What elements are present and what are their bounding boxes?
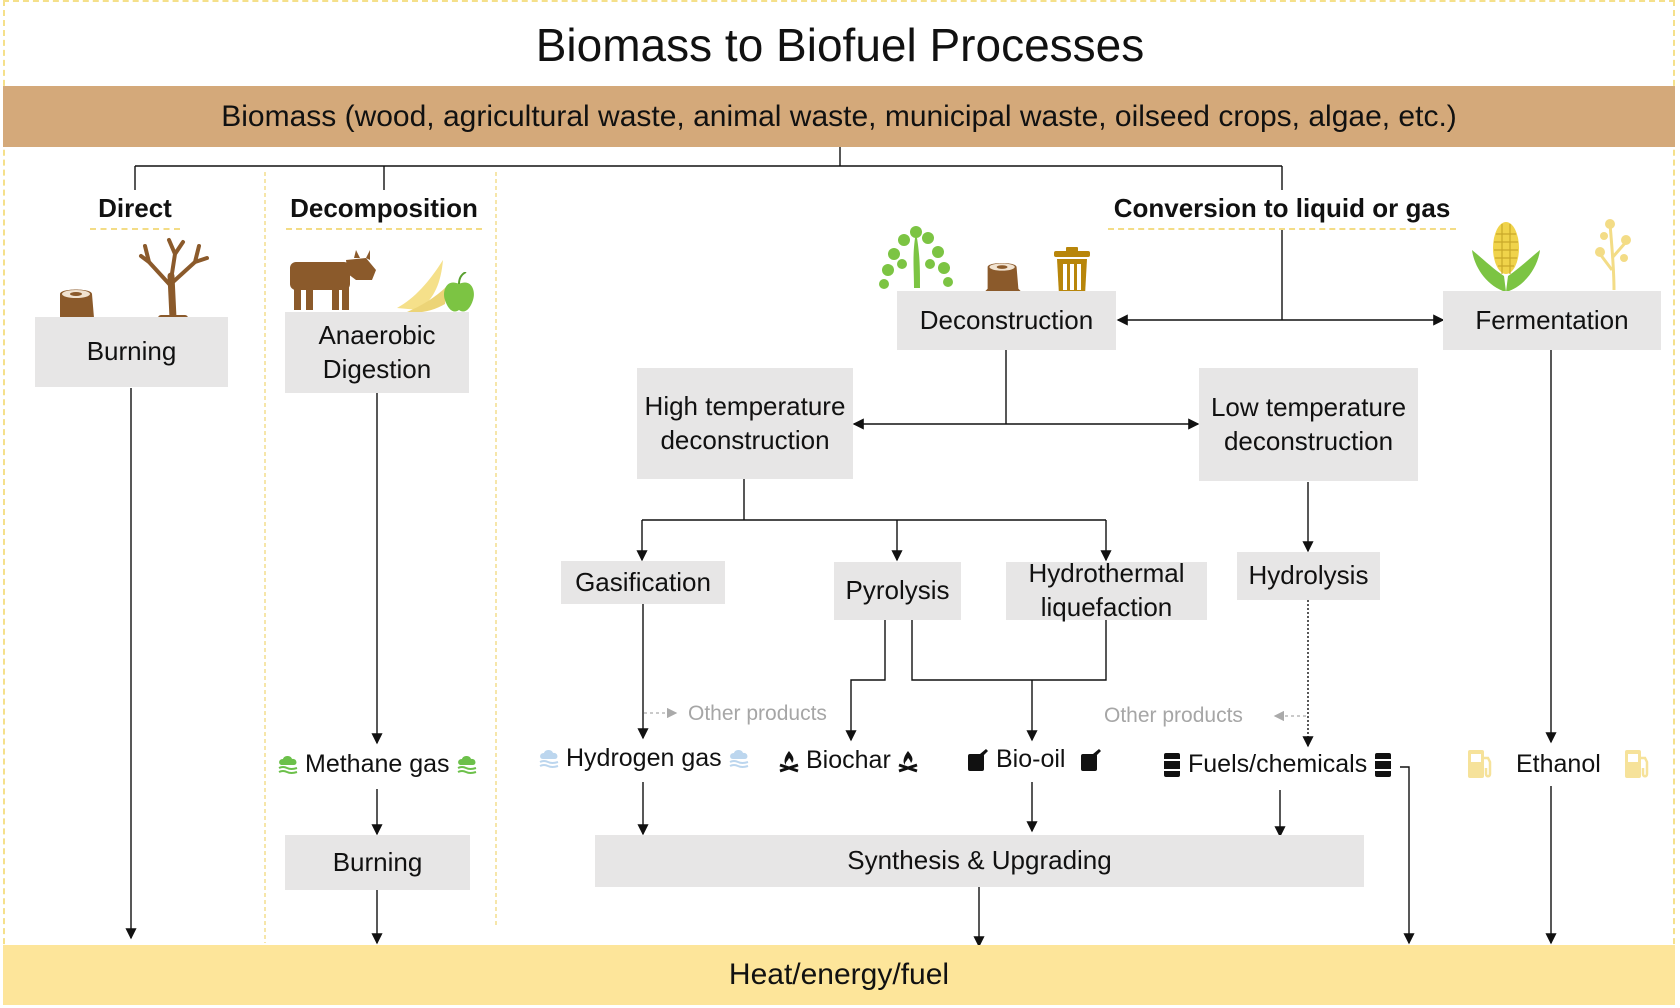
product-fuels-label: Fuels/chemicals [1188, 750, 1368, 778]
oil-can-icon [968, 748, 988, 771]
banana-peel-icon [397, 260, 447, 313]
apple-icon [444, 272, 474, 312]
diagram-title: Biomass to Biofuel Processes [535, 19, 1145, 71]
campfire-icon [898, 750, 918, 772]
link-pyrolysis-hydrothermal [911, 620, 1107, 681]
algae-icon [879, 226, 953, 289]
process-fermentation: Fermentation [1443, 291, 1661, 350]
process-hydrothermal-liquefaction: Hydrothermal liquefaction [1006, 558, 1207, 622]
product-ethanol-label: Ethanol [1516, 749, 1601, 778]
campfire-icon [779, 750, 799, 772]
gas-cloud-icon [539, 749, 559, 768]
product-methane-label: Methane gas [305, 750, 450, 778]
product-methane: Methane gas [277, 750, 478, 779]
product-biooil-label: Bio-oil [996, 745, 1066, 773]
process-hydrolysis: Hydrolysis [1237, 552, 1380, 600]
process-gasification: Gasification [561, 561, 725, 604]
arrow-to-biochar [845, 620, 886, 742]
corn-icon [1472, 222, 1540, 292]
process-low-temperature-deconstruction: Low temperature deconstruction [1199, 368, 1418, 481]
process-synthesis-upgrading: Synthesis & Upgrading [595, 835, 1364, 887]
category-direct: Direct [90, 193, 180, 230]
gas-cloud-icon [278, 755, 298, 774]
biomass-band: Biomass (wood, agricultural waste, anima… [3, 86, 1675, 147]
process-anaerobic-digestion: Anaerobic Digestion [285, 312, 469, 393]
category-conversion: Conversion to liquid or gas [1108, 193, 1456, 230]
gas-cloud-icon [457, 755, 476, 774]
product-ethanol: Ethanol [1466, 748, 1651, 780]
oil-barrel-icon [1163, 752, 1181, 777]
product-biochar: Biochar [778, 746, 919, 775]
cow-icon [290, 250, 376, 310]
oil-can-icon [1081, 748, 1102, 771]
bare-tree-icon [139, 238, 209, 321]
product-hydrogen: Hydrogen gas [538, 744, 750, 773]
tree-stump-icon [54, 289, 100, 324]
tree-stump-icon [982, 262, 1024, 295]
other-products-label: Other products [1104, 704, 1243, 727]
gas-cloud-icon [729, 749, 748, 768]
fuel-pump-icon [1468, 750, 1492, 778]
process-burning-methane: Burning [285, 835, 470, 890]
process-deconstruction: Deconstruction [897, 291, 1116, 350]
process-high-temperature-deconstruction: High temperature deconstruction [637, 368, 853, 479]
product-biochar-label: Biochar [806, 746, 891, 774]
trash-can-icon [1054, 247, 1090, 295]
oil-barrel-icon [1374, 752, 1393, 777]
product-fuels-chemicals: Fuels/chemicals [1162, 750, 1393, 779]
flowering-plant-icon [1595, 219, 1631, 291]
energy-band: Heat/energy/fuel [3, 945, 1675, 1005]
category-decomposition: Decomposition [286, 193, 482, 230]
product-biooil: Bio-oil [966, 745, 1103, 774]
fuel-pump-icon [1624, 750, 1649, 778]
process-burning-direct: Burning [35, 317, 228, 387]
arrow-fuels-to-energy [1400, 766, 1415, 945]
other-products-label: Other products [688, 702, 827, 725]
process-pyrolysis: Pyrolysis [834, 562, 961, 620]
product-hydrogen-label: Hydrogen gas [566, 744, 722, 772]
